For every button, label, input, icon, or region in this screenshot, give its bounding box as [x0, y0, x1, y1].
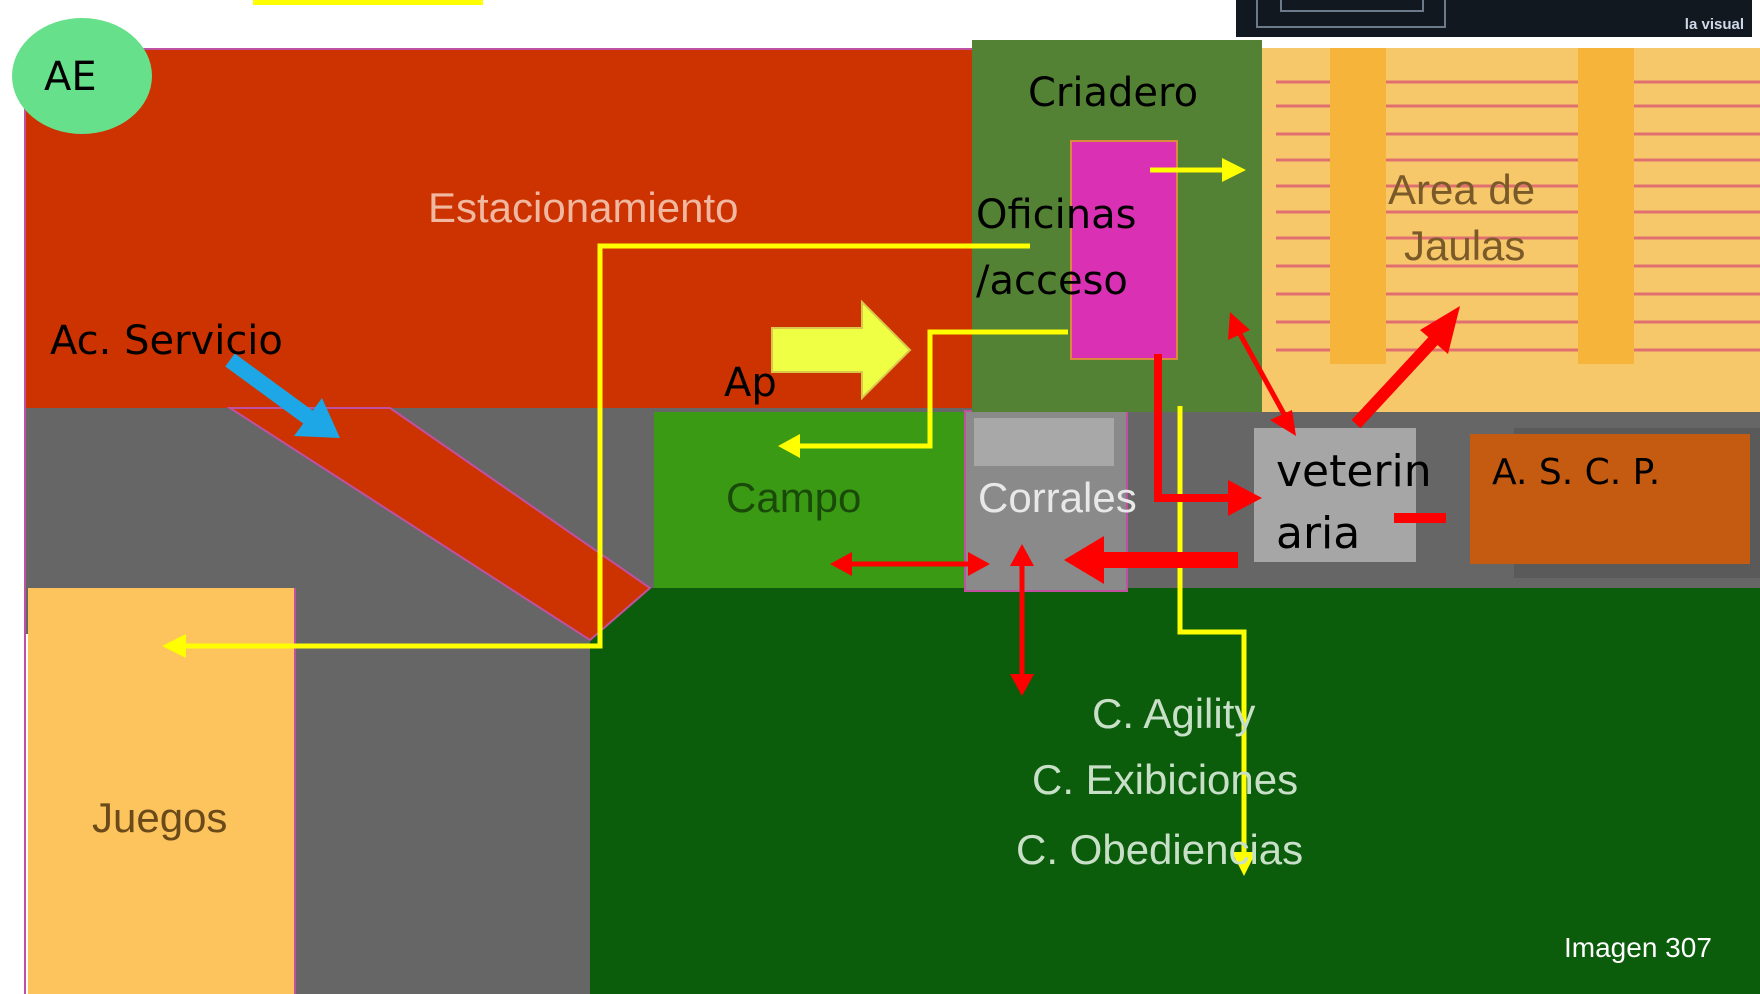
ap-label: Ap — [724, 360, 777, 406]
estacionamiento-label: Estacionamiento — [428, 184, 739, 231]
competencias-area — [590, 588, 1760, 994]
criadero-label: Criadero — [1028, 70, 1199, 116]
corrales-top-cell — [974, 418, 1114, 466]
corner-logo-frame — [1256, 0, 1446, 28]
ascp-label: A. S. C. P. — [1492, 452, 1661, 493]
corner-logo-inner — [1280, 0, 1424, 12]
ac-servicio-label: Ac. Servicio — [50, 318, 283, 364]
red-arrowheads — [830, 306, 1460, 696]
veterinaria-label-line2: aria — [1276, 508, 1361, 559]
yellow-flow-paths — [180, 167, 1247, 860]
oficinas-acceso — [1070, 140, 1178, 360]
road-lower-left — [294, 588, 614, 994]
ascp-area — [1470, 434, 1750, 564]
c-agility-label: C. Agility — [1092, 690, 1256, 737]
veterinaria — [1254, 428, 1416, 562]
imagen-caption: Imagen 307 — [1564, 932, 1712, 963]
top-yellow-tab — [253, 0, 483, 5]
corner-logo-panel: la visual — [1236, 0, 1752, 37]
service-road — [226, 407, 652, 642]
ae-badge: AE — [12, 18, 152, 134]
site-plan — [24, 40, 1760, 994]
red-flow-arrows — [848, 332, 1446, 678]
juegos-label: Juegos — [92, 794, 228, 841]
campo-label: Campo — [726, 474, 862, 521]
veterinaria-label-line1: veterin — [1276, 446, 1432, 497]
corrales-label: Corrales — [978, 474, 1137, 521]
oficinas-label-line2: /acceso — [976, 258, 1128, 304]
area-jaulas-label-line1: Area de — [1388, 166, 1536, 213]
estacionamiento-area — [24, 48, 1104, 414]
c-obediencias-label: C. Obediencias — [1016, 826, 1304, 873]
juegos-area — [28, 588, 296, 994]
ae-label: AE — [44, 54, 97, 100]
corner-text: la visual — [1684, 16, 1744, 33]
yellow-arrowheads — [162, 158, 1256, 876]
ap-arrow — [771, 299, 912, 401]
service-arrow — [225, 353, 340, 438]
cage-columns — [1330, 48, 1634, 364]
oficinas-label-line1: Oficinas — [976, 192, 1137, 238]
area-jaulas-label-line2: Jaulas — [1404, 222, 1526, 269]
c-exibiciones-label: C. Exibiciones — [1032, 756, 1299, 803]
